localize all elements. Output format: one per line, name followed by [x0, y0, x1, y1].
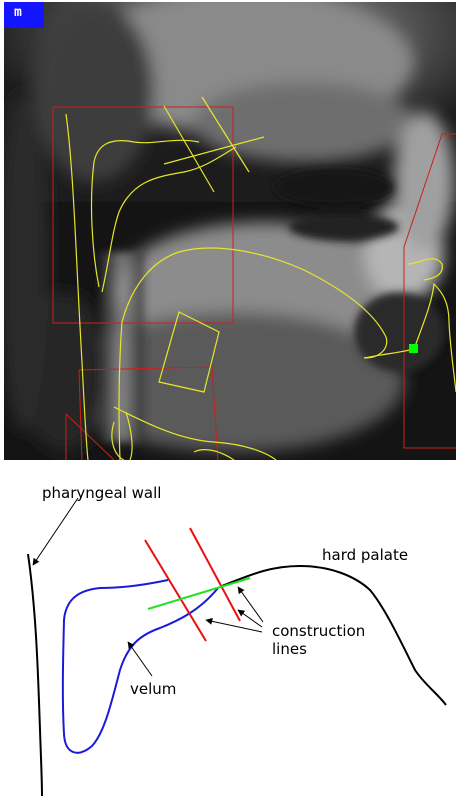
construction-line-green — [148, 578, 250, 609]
velum-label: velum — [130, 680, 176, 698]
frame-badge: m — [4, 2, 44, 28]
construction-label: construction — [272, 622, 365, 640]
construction-arrow-2 — [238, 610, 262, 627]
pharyngeal-wall-line — [28, 554, 42, 796]
tracking-marker — [409, 344, 418, 353]
velum-arrow — [128, 642, 152, 676]
lines-label: lines — [272, 640, 307, 658]
mri-image-panel: m — [4, 2, 456, 460]
pharyngeal-wall-label: pharyngeal wall — [42, 484, 161, 502]
construction-arrow-3 — [206, 620, 262, 632]
schematic-drawing — [0, 470, 456, 798]
velum-line — [63, 580, 218, 753]
construction-arrow-1 — [238, 587, 263, 622]
mri-image — [4, 2, 456, 460]
hard-palate-label: hard palate — [322, 546, 408, 564]
schematic-diagram: pharyngeal wall hard palate construction… — [0, 470, 456, 798]
construction-line-red-1 — [145, 540, 206, 641]
pharyngeal-wall-arrow — [33, 498, 78, 565]
